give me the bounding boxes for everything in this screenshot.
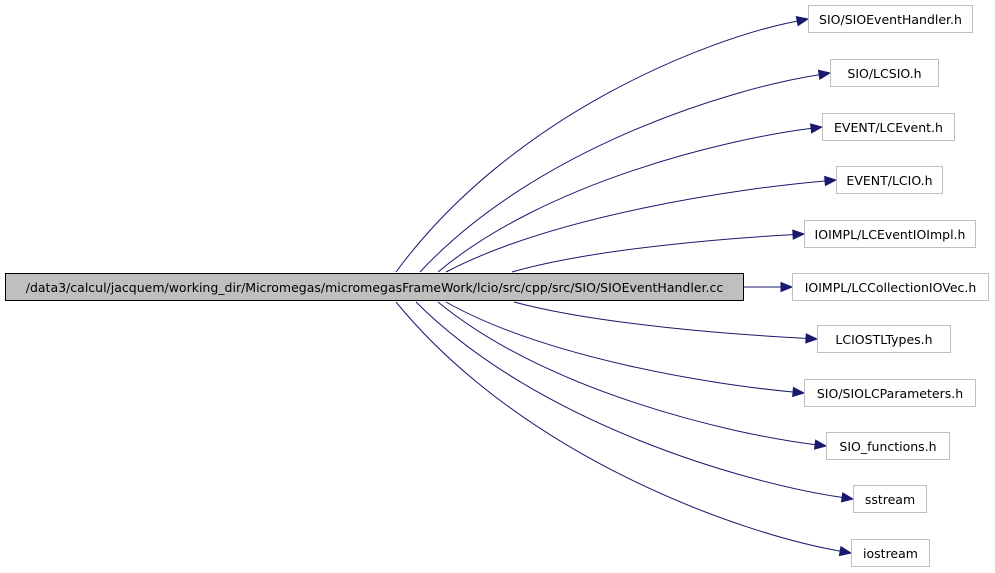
include-node[interactable]: LCIOSTLTypes.h — [817, 325, 951, 353]
include-edge — [415, 301, 843, 498]
include-node[interactable]: SIO/LCSIO.h — [830, 59, 939, 87]
arrowhead-icon — [813, 439, 828, 450]
arrowhead-icon — [792, 386, 806, 398]
include-node[interactable]: EVENT/LCIO.h — [836, 166, 943, 194]
include-node[interactable]: EVENT/LCEvent.h — [822, 113, 955, 141]
dependency-edges — [395, 16, 855, 557]
include-node[interactable]: SIO_functions.h — [826, 432, 950, 460]
source-file-node: /data3/calcul/jacquem/working_dir/Microm… — [5, 273, 744, 301]
arrowhead-icon — [838, 545, 853, 557]
arrowhead-icon — [792, 229, 806, 240]
include-edge — [395, 20, 798, 273]
include-edge — [445, 180, 826, 273]
arrowhead-icon — [780, 281, 794, 293]
arrowhead-icon — [824, 175, 838, 187]
include-node[interactable]: SIO/SIOLCParameters.h — [804, 379, 976, 407]
arrowhead-icon — [805, 333, 819, 344]
include-edge — [511, 234, 794, 273]
arrowhead-icon — [817, 69, 832, 80]
arrowhead-icon — [840, 492, 855, 503]
include-edge — [513, 301, 807, 339]
arrowhead-icon — [795, 16, 810, 27]
include-edge — [445, 301, 794, 393]
include-node[interactable]: SIO/SIOEventHandler.h — [808, 5, 973, 33]
include-node[interactable]: sstream — [853, 485, 927, 513]
include-edge — [419, 74, 820, 273]
include-node[interactable]: IOIMPL/LCCollectionIOVec.h — [792, 273, 989, 301]
include-edge — [437, 301, 816, 446]
include-node[interactable]: iostream — [851, 539, 930, 567]
arrowhead-icon — [809, 123, 824, 134]
include-edge — [395, 301, 841, 552]
include-node[interactable]: IOIMPL/LCEventIOImpl.h — [804, 220, 976, 248]
include-edge — [437, 127, 812, 273]
